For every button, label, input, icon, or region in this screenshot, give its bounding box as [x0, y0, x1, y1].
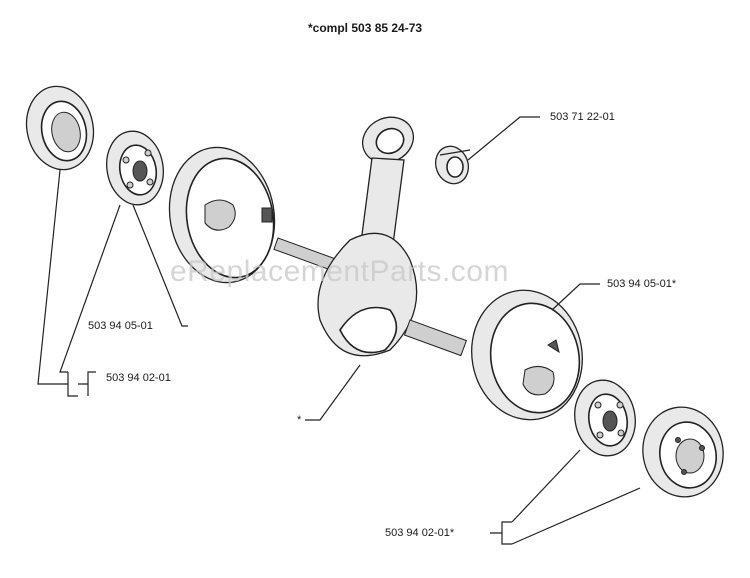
crankshaft: [273, 232, 468, 357]
label-bearing-right: 503 94 05-01*: [607, 278, 677, 290]
crank-disk-right: [471, 289, 583, 421]
leader-lines: [37, 116, 641, 545]
connecting-rod: [359, 116, 414, 253]
needle-bearing: [434, 145, 471, 185]
seal-ring-right: [642, 406, 724, 498]
label-crankshaft: *: [297, 414, 302, 426]
ball-bearing-right: [574, 379, 636, 457]
crank-disk-left: [168, 146, 276, 284]
label-needle-bearing: 503 71 22-01: [550, 111, 615, 123]
ball-bearing-left: [106, 130, 164, 206]
label-bearing-left: 503 94 05-01: [88, 320, 153, 332]
label-seal-right: 503 94 02-01*: [385, 527, 455, 539]
watermark: eReplacementParts.com: [170, 255, 509, 288]
label-seal-left: 503 94 02-01: [106, 372, 171, 384]
seal-ring-left: [25, 85, 95, 171]
assembly-title: *compl 503 85 24-73: [308, 21, 423, 35]
